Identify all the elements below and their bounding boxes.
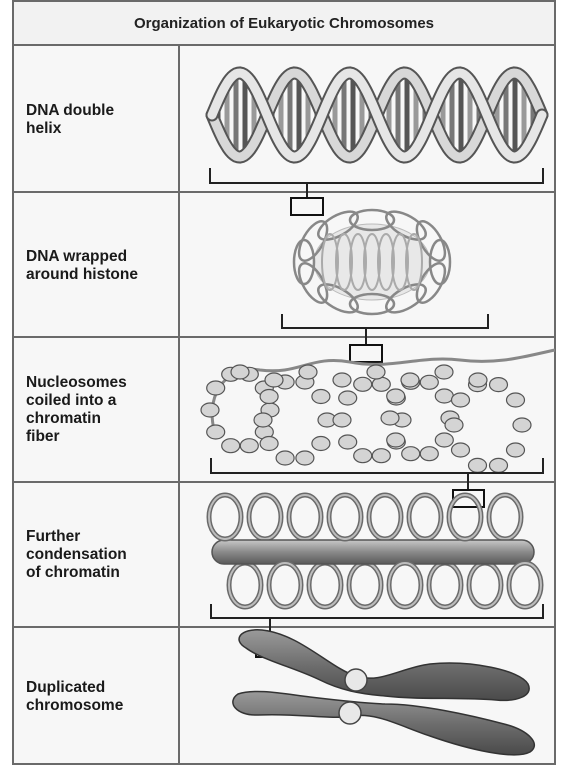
nucleosome-bead	[445, 418, 463, 432]
chromatin-loop-highlight	[509, 563, 541, 607]
nucleosome-bead	[222, 439, 240, 453]
nucleosome-bead	[452, 393, 470, 407]
nucleosome-bead	[207, 381, 225, 395]
nucleosome-bead	[469, 458, 487, 472]
chromatin-loop-highlight	[269, 563, 301, 607]
nucleosome-bead	[296, 451, 314, 465]
nucleosome-bead	[339, 435, 357, 449]
nucleosome-bead	[333, 413, 351, 427]
nucleosome-bead	[513, 418, 531, 432]
nucleosome-bead	[312, 437, 330, 451]
dna-double-helix-illustration	[210, 73, 543, 215]
centromere-lower	[339, 702, 361, 724]
chromatin-loop-highlight	[489, 495, 521, 539]
chromatin-loop-highlight	[329, 495, 361, 539]
chromatin-loop-highlight	[369, 495, 401, 539]
chromatin-loop-highlight	[389, 563, 421, 607]
nucleosome-bead	[312, 390, 330, 404]
zoom-box	[291, 198, 323, 215]
chromatin-loop-highlight	[409, 495, 441, 539]
centromere-upper	[345, 669, 367, 691]
chromatin-loop-highlight	[469, 563, 501, 607]
nucleosome-bead	[402, 447, 420, 461]
nucleosome-bead	[435, 433, 453, 447]
sister-chromatid-lower	[233, 691, 535, 754]
nucleosome-bead	[207, 425, 225, 439]
nucleosome-bead	[354, 377, 372, 391]
nucleosome-bead	[435, 389, 453, 403]
chromatin-loop-highlight	[429, 563, 461, 607]
nucleosome-bead	[469, 373, 487, 387]
nucleosome-bead	[387, 433, 405, 447]
chromatin-loop-highlight	[249, 495, 281, 539]
nucleosome-bead	[367, 365, 385, 379]
nucleosome-bead	[420, 375, 438, 389]
nucleosome-bead	[240, 439, 258, 453]
scaffold-rod	[212, 540, 534, 564]
dna-coil-turn	[294, 240, 314, 284]
nucleosome-bead	[260, 437, 278, 451]
chromatin-loop-highlight	[229, 563, 261, 607]
nucleosome-bead	[339, 391, 357, 405]
nucleosome-bead	[260, 390, 278, 404]
nucleosome-bead	[231, 365, 249, 379]
nucleosome-bead	[254, 413, 272, 427]
nucleosome-bead	[507, 443, 525, 457]
nucleosome-bead	[401, 373, 419, 387]
bracket-histone	[282, 314, 488, 328]
nucleosome-bead	[381, 411, 399, 425]
nucleosome-bead	[265, 373, 283, 387]
nucleosome-bead	[490, 458, 508, 472]
nucleosome-bead	[372, 449, 390, 463]
nucleosome-fiber-illustration	[201, 350, 555, 507]
dna-wrapped-histone-illustration	[282, 206, 488, 362]
chromatin-loop-highlight	[309, 563, 341, 607]
nucleosome-bead	[507, 393, 525, 407]
nucleosome-bead	[452, 443, 470, 457]
chromatin-loop-highlight	[449, 495, 481, 539]
dna-coil-turn	[430, 240, 450, 284]
chromatin-loop-highlight	[209, 495, 241, 539]
nucleosome-bead	[201, 403, 219, 417]
nucleosome-bead	[276, 451, 294, 465]
nucleosome-bead	[333, 373, 351, 387]
nucleosome-bead	[435, 365, 453, 379]
chromatin-loop-highlight	[349, 563, 381, 607]
nucleosome-beads	[201, 365, 531, 472]
nucleosome-bead	[490, 378, 508, 392]
nucleosome-bead	[354, 449, 372, 463]
nucleosome-bead	[387, 389, 405, 403]
bracket-helix	[210, 168, 543, 183]
sister-chromatid-upper	[239, 630, 529, 701]
chromatin-loop-highlight	[289, 495, 321, 539]
duplicated-chromosome-illustration	[233, 630, 535, 755]
zoom-box	[350, 345, 382, 362]
nucleosome-bead	[299, 365, 317, 379]
nucleosome-bead	[420, 447, 438, 461]
